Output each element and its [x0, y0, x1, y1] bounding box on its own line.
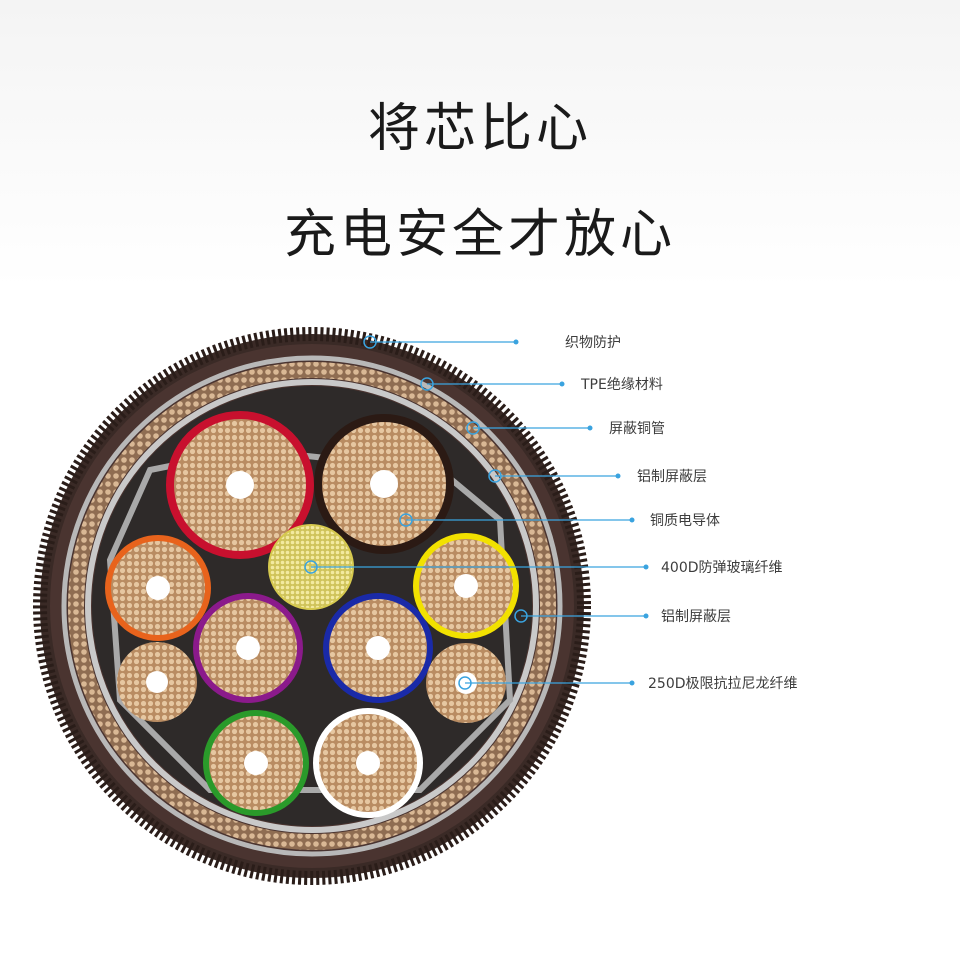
core-white: [313, 708, 423, 818]
label-tpe-insulation: TPE绝缘材料: [580, 377, 663, 393]
core-red: [166, 411, 314, 559]
copper-braid-ring: [68, 362, 556, 850]
core-orange: [105, 535, 211, 641]
core-green: [203, 710, 309, 816]
core-dark: [314, 414, 454, 554]
tpe-ring: [61, 355, 563, 857]
label-aluminum-shield-1: 铝制屏蔽层: [637, 469, 707, 485]
core-blue: [323, 593, 433, 703]
label-copper-conductor: 铜质电导体: [650, 513, 720, 529]
core-purple: [193, 593, 303, 703]
aluminum-shield-ring: [85, 379, 539, 833]
label-fabric-protection: 织物防护: [565, 335, 621, 351]
callout-lines: [311, 341, 646, 684]
core-plain-left: [117, 642, 197, 722]
label-nylon-fiber: 250D极限抗拉尼龙纤维: [648, 676, 798, 692]
headline-line-2: 充电安全才放心: [283, 205, 676, 265]
label-copper-shield-tube: 屏蔽铜管: [609, 421, 665, 437]
label-glass-fiber: 400D防弹玻璃纤维: [661, 559, 783, 576]
callout-dots: [513, 339, 649, 686]
headline-line-1: 将芯比心: [367, 99, 592, 159]
label-aluminum-shield-2: 铝制屏蔽层: [661, 609, 731, 625]
callout-anchor-rings: [304, 335, 528, 690]
core-yellow: [413, 533, 519, 639]
